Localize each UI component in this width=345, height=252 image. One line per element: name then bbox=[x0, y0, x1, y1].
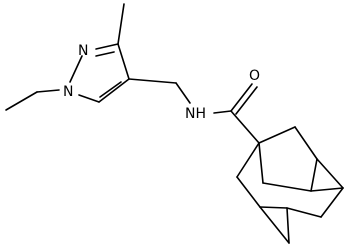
atom-label-o: O bbox=[249, 68, 260, 84]
bond-c7a-c8a bbox=[236, 176, 261, 208]
bond-c2-c3a bbox=[294, 126, 318, 160]
bond-ethyl-ch2-n1 bbox=[36, 89, 60, 93]
bond-bridge-c7a bbox=[259, 206, 290, 244]
bond-c3a-c4a bbox=[316, 158, 344, 189]
bond-c8a-c1 bbox=[236, 142, 260, 178]
bond-c5a-c6a bbox=[286, 207, 322, 218]
bond-nh-carbonyl bbox=[213, 110, 232, 114]
bond-c1-c9a bbox=[258, 142, 264, 184]
bond-carbonyl-o-double bbox=[235, 86, 258, 115]
bond-ch2-nh bbox=[175, 82, 191, 104]
bond-c9a-c10a bbox=[262, 182, 312, 192]
bond-carbonyl-o bbox=[230, 83, 253, 112]
bond-n1-n2 bbox=[69, 55, 83, 83]
bond-ethyl-ch3 bbox=[5, 91, 38, 111]
bond-c4-ch2 bbox=[128, 78, 177, 84]
atom-label-n1: N bbox=[63, 84, 73, 100]
bond-c10a-c3a bbox=[310, 158, 318, 192]
bond-c4a-bridge bbox=[310, 187, 344, 192]
bond-c4-c5-double bbox=[99, 81, 122, 98]
bond-c6a-c7a bbox=[259, 206, 288, 209]
bond-c6a-bridge bbox=[286, 207, 290, 244]
bond-n2-c3-double bbox=[95, 51, 115, 57]
bond-c4a-c5a bbox=[320, 187, 344, 218]
bond-c3-methyl bbox=[117, 3, 125, 45]
bond-carbonyl-c1 bbox=[230, 110, 260, 144]
atom-label-nh: NH bbox=[185, 106, 206, 122]
bond-c5-n1 bbox=[78, 94, 100, 103]
bond-c4-c5 bbox=[98, 78, 130, 103]
bond-c1-c2 bbox=[258, 126, 296, 144]
bond-c3-c4 bbox=[117, 43, 130, 80]
bond-n2-c3 bbox=[95, 43, 119, 50]
atom-label-n2: N bbox=[78, 43, 88, 59]
